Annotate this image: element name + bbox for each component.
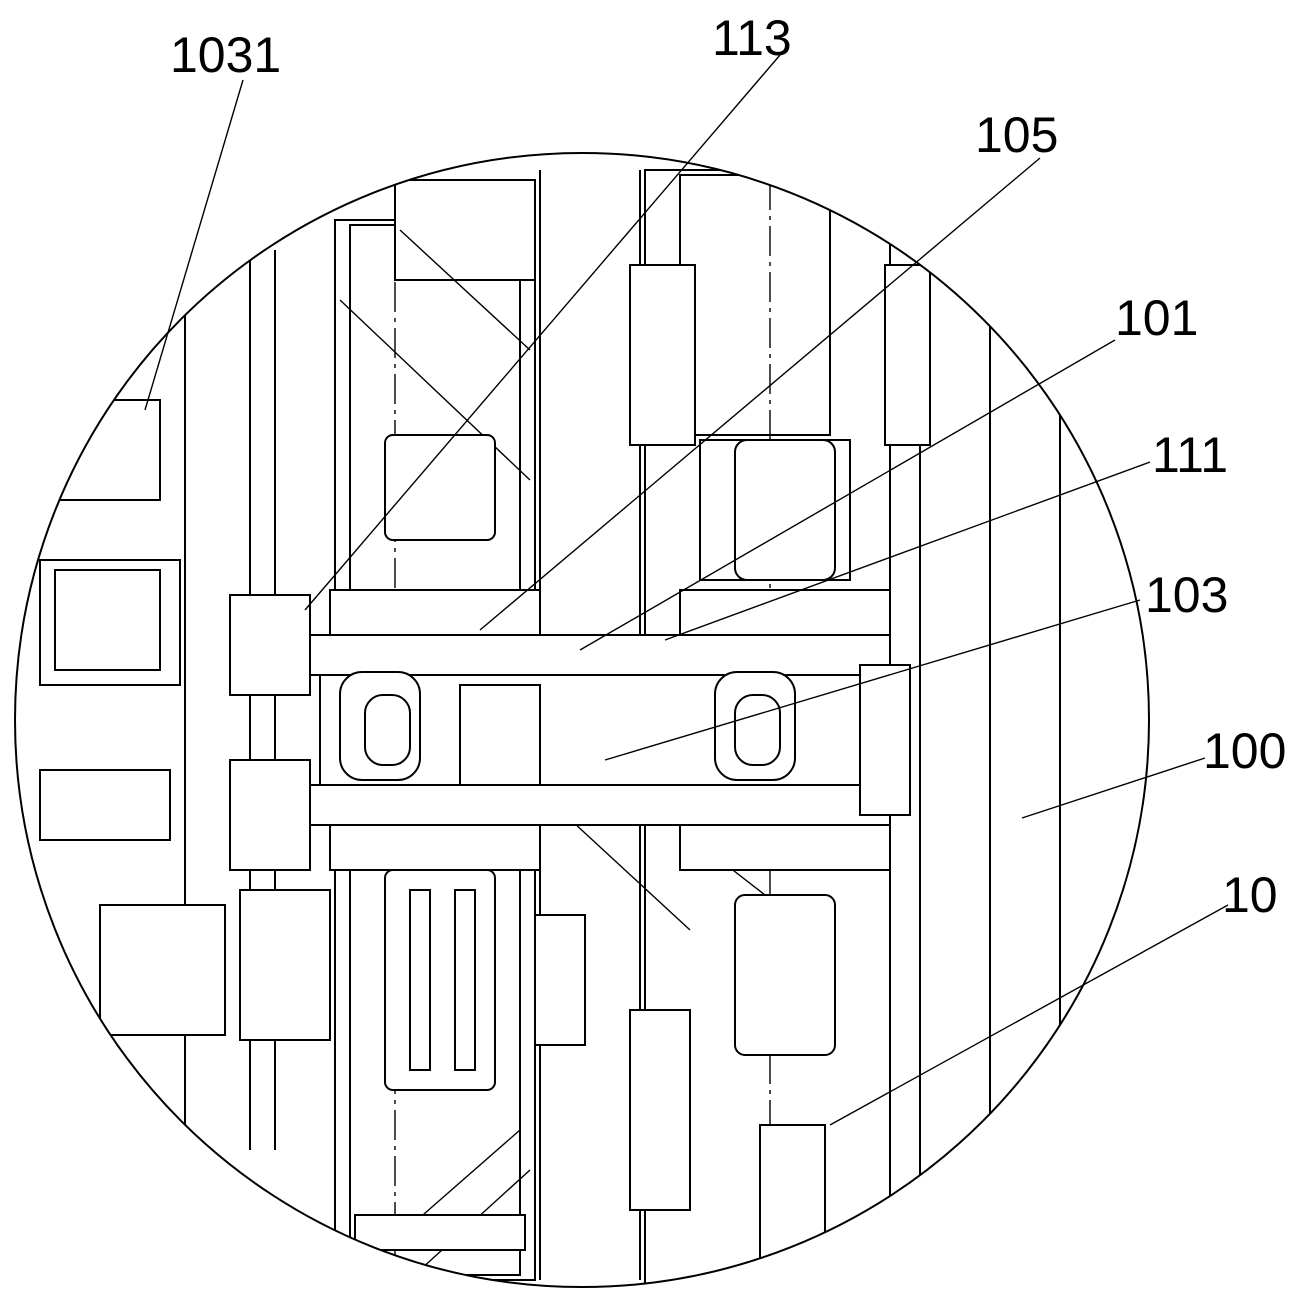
label-105: 105 [975, 107, 1058, 163]
label-100: 100 [1203, 723, 1286, 779]
mechanism [40, 170, 1060, 1290]
label-10: 10 [1222, 867, 1278, 923]
label-113: 113 [712, 10, 792, 66]
label-101: 101 [1115, 290, 1198, 346]
label-111: 111 [1152, 427, 1228, 483]
shaft-assembly [310, 590, 890, 870]
label-103: 103 [1145, 567, 1228, 623]
label-1031: 1031 [170, 27, 281, 83]
leader-100 [1022, 758, 1205, 818]
leader-1031 [145, 80, 243, 410]
